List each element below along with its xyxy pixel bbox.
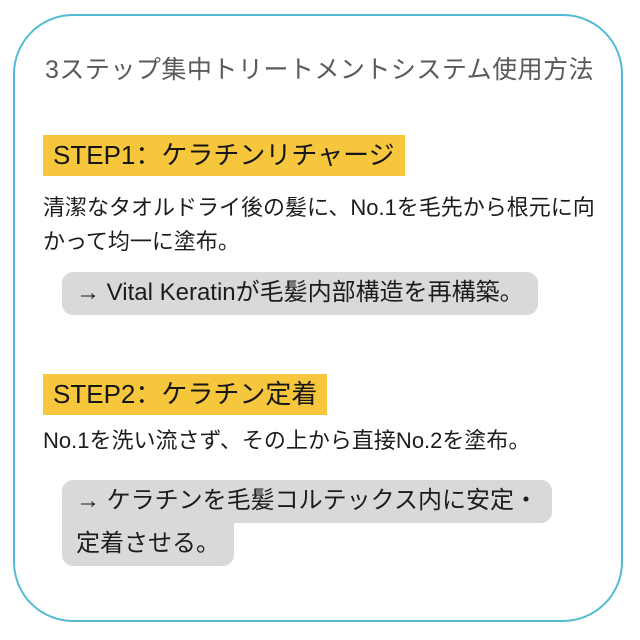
step-2-result-line-1: → ケラチンを毛髪コルテックス内に安定・ (62, 480, 552, 523)
page-title: 3ステップ集中トリートメントシステム使用方法 (45, 56, 595, 84)
step-1-body: 清潔なタオルドライ後の髪に、No.1を毛先から根元に向かって均一に塗布。 (43, 195, 595, 254)
step-2-body: No.1を洗い流さず、その上から直接No.2を塗布。 (43, 428, 531, 453)
instruction-card: 3ステップ集中トリートメントシステム使用方法 STEP1：ケラチンリチャージ 清… (13, 14, 623, 622)
step-2-heading: STEP2：ケラチン定着 (43, 374, 328, 415)
step-1-heading: STEP1：ケラチンリチャージ (43, 135, 405, 176)
step-1-result: → Vital Keratinが毛髪内部構造を再構築。 (62, 272, 538, 315)
step-2-result-line-2: 定着させる。 (62, 523, 234, 566)
step-2-result: → ケラチンを毛髪コルテックス内に安定・ 定着させる。 (62, 480, 552, 566)
step-1-result-line: → Vital Keratinが毛髪内部構造を再構築。 (62, 272, 538, 315)
